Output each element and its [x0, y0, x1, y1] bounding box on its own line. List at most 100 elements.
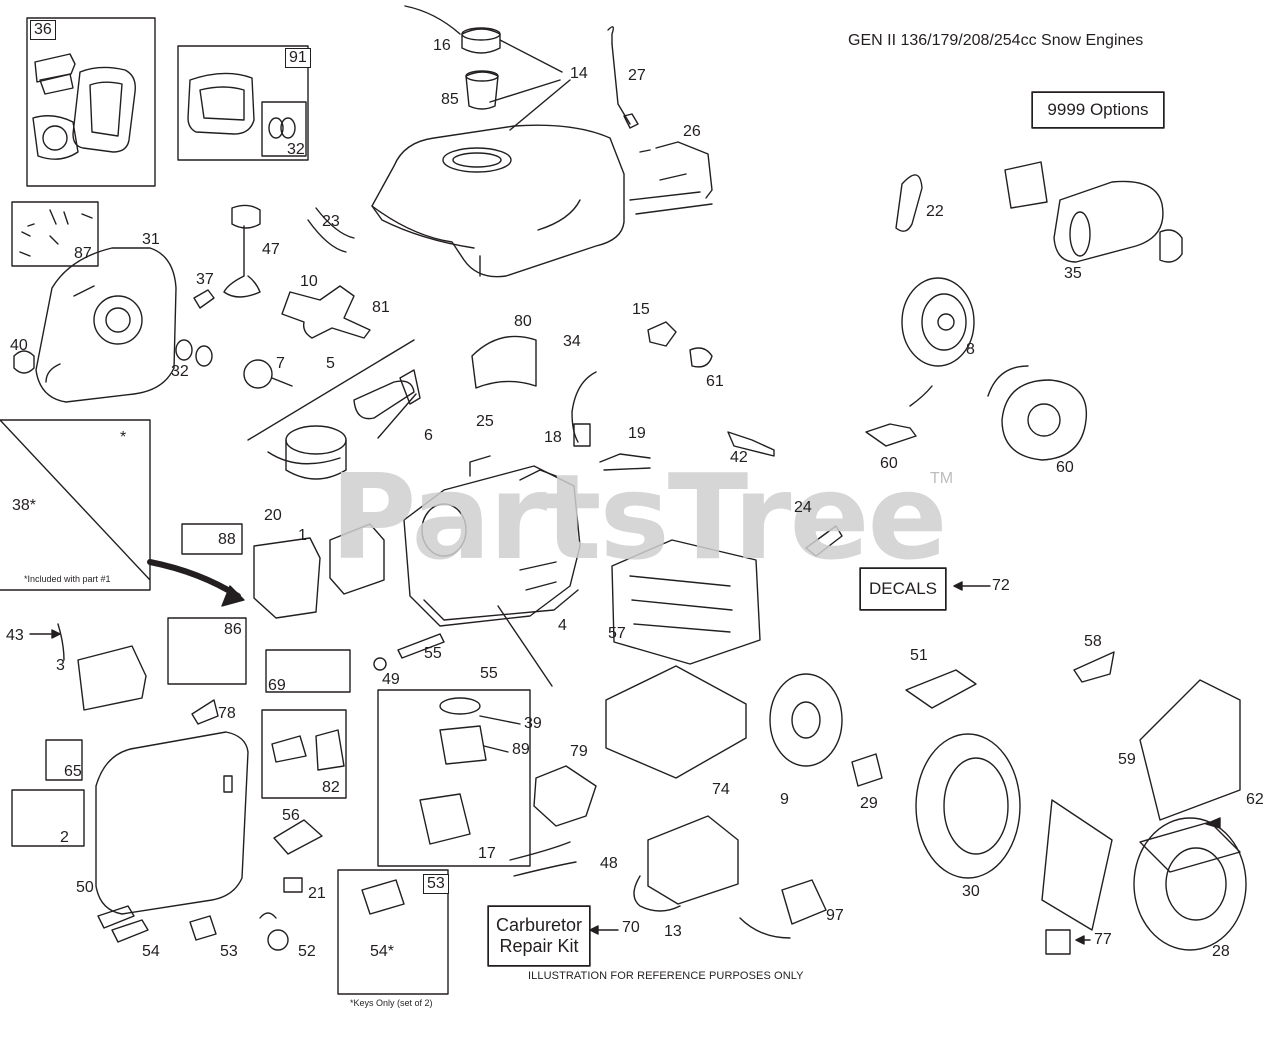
callout-30[interactable]: 30 — [962, 883, 980, 900]
intake-duct-drawing — [633, 815, 739, 912]
callout-21[interactable]: 21 — [308, 885, 326, 902]
box-label-star: * — [120, 429, 127, 446]
callout-79[interactable]: 79 — [570, 743, 588, 760]
box-label-36: 36 — [30, 20, 56, 40]
callout-62[interactable]: 62 — [1246, 791, 1264, 808]
box-label-32: 32 — [287, 141, 305, 158]
callout-19[interactable]: 19 — [628, 425, 646, 442]
callout-58[interactable]: 58 — [1084, 633, 1102, 650]
callout-80[interactable]: 80 — [514, 313, 532, 330]
callout-56[interactable]: 56 — [282, 807, 300, 824]
callout-82[interactable]: 82 — [322, 779, 340, 796]
callout-26[interactable]: 26 — [683, 123, 701, 140]
callout-54[interactable]: 54 — [142, 943, 160, 960]
callout-29[interactable]: 29 — [860, 795, 878, 812]
callout-86[interactable]: 86 — [224, 621, 242, 638]
callout-53[interactable]: 53 — [220, 943, 238, 960]
callout-37[interactable]: 37 — [196, 271, 214, 288]
callout-17[interactable]: 17 — [478, 845, 496, 862]
callout-89[interactable]: 89 — [512, 741, 530, 758]
footer-note: ILLUSTRATION FOR REFERENCE PURPOSES ONLY — [528, 970, 804, 982]
blower-housing-drawing — [95, 731, 249, 915]
callout-1[interactable]: 1 — [298, 527, 307, 544]
callout-54-keys[interactable]: 54* — [370, 943, 395, 960]
callout-43[interactable]: 43 — [6, 627, 24, 644]
callout-57[interactable]: 57 — [608, 625, 626, 642]
fan-drawing — [769, 673, 843, 767]
callout-8[interactable]: 8 — [966, 341, 975, 358]
gasket-kit-box-36 — [26, 17, 156, 187]
callout-55-lower[interactable]: 55 — [480, 665, 498, 682]
callout-32[interactable]: 32 — [171, 363, 189, 380]
callout-3[interactable]: 3 — [56, 657, 65, 674]
callout-13[interactable]: 13 — [664, 923, 682, 940]
callout-14[interactable]: 14 — [570, 65, 588, 82]
callout-10[interactable]: 10 — [300, 273, 318, 290]
callout-47[interactable]: 47 — [262, 241, 280, 258]
callout-2[interactable]: 2 — [60, 829, 69, 846]
callout-18[interactable]: 18 — [544, 429, 562, 446]
callout-60-right[interactable]: 60 — [1056, 459, 1074, 476]
fuel-cap-drawing — [461, 28, 501, 54]
engine-block-drawing — [403, 455, 581, 627]
callout-35[interactable]: 35 — [1064, 265, 1082, 282]
gasket-set-drawing — [32, 53, 136, 160]
callout-69[interactable]: 69 — [268, 677, 286, 694]
callout-59[interactable]: 59 — [1118, 751, 1136, 768]
callout-25[interactable]: 25 — [476, 413, 494, 430]
callout-34[interactable]: 34 — [563, 333, 581, 350]
stator-drawing — [1001, 379, 1088, 461]
callout-39[interactable]: 39 — [524, 715, 542, 732]
carburetor-repair-kit-button[interactable]: Carburetor Repair Kit — [488, 906, 590, 966]
callout-72[interactable]: 72 — [992, 577, 1010, 594]
callout-88[interactable]: 88 — [218, 531, 236, 548]
callout-23[interactable]: 23 — [322, 213, 340, 230]
callout-87[interactable]: 87 — [74, 245, 92, 262]
cylinder-head-drawing — [253, 537, 321, 619]
callout-60-left[interactable]: 60 — [880, 455, 898, 472]
included-note: *Included with part #1 — [24, 574, 111, 584]
box-label-91: 91 — [285, 48, 311, 68]
box-label-53: 53 — [423, 874, 449, 894]
muffler-guard-drawing — [611, 539, 761, 665]
callout-24[interactable]: 24 — [794, 499, 812, 516]
carburetor-box-frame — [377, 689, 531, 867]
callout-38[interactable]: 38* — [12, 497, 37, 514]
callout-49[interactable]: 49 — [382, 671, 400, 688]
callout-28[interactable]: 28 — [1212, 943, 1230, 960]
options-button[interactable]: 9999 Options — [1032, 92, 1164, 128]
callout-40[interactable]: 40 — [10, 337, 28, 354]
callout-65[interactable]: 65 — [64, 763, 82, 780]
callout-55-upper[interactable]: 55 — [424, 645, 442, 662]
callout-5[interactable]: 5 — [326, 355, 335, 372]
callout-27[interactable]: 27 — [628, 67, 646, 84]
callout-50[interactable]: 50 — [76, 879, 94, 896]
decals-button[interactable]: DECALS — [860, 568, 946, 610]
callout-85[interactable]: 85 — [441, 91, 459, 108]
callout-48[interactable]: 48 — [600, 855, 618, 872]
callout-6[interactable]: 6 — [424, 427, 433, 444]
callout-52[interactable]: 52 — [298, 943, 316, 960]
callout-31[interactable]: 31 — [142, 231, 160, 248]
callout-4[interactable]: 4 — [558, 617, 567, 634]
diagram-title: GEN II 136/179/208/254cc Snow Engines — [848, 32, 1144, 49]
callout-7[interactable]: 7 — [276, 355, 285, 372]
gasket-kit-box-91 — [177, 45, 309, 161]
callout-15[interactable]: 15 — [632, 301, 650, 318]
callout-22[interactable]: 22 — [926, 203, 944, 220]
callout-61[interactable]: 61 — [706, 373, 724, 390]
callout-51[interactable]: 51 — [910, 647, 928, 664]
callout-16[interactable]: 16 — [433, 37, 451, 54]
callout-42[interactable]: 42 — [730, 449, 748, 466]
callout-81[interactable]: 81 — [372, 299, 390, 316]
callout-70[interactable]: 70 — [622, 919, 640, 936]
callout-74[interactable]: 74 — [712, 781, 730, 798]
watermark: PartsTree — [330, 448, 948, 586]
callout-9[interactable]: 9 — [780, 791, 789, 808]
callout-20[interactable]: 20 — [264, 507, 282, 524]
callout-78[interactable]: 78 — [218, 705, 236, 722]
callout-97[interactable]: 97 — [826, 907, 844, 924]
callout-77[interactable]: 77 — [1094, 931, 1112, 948]
